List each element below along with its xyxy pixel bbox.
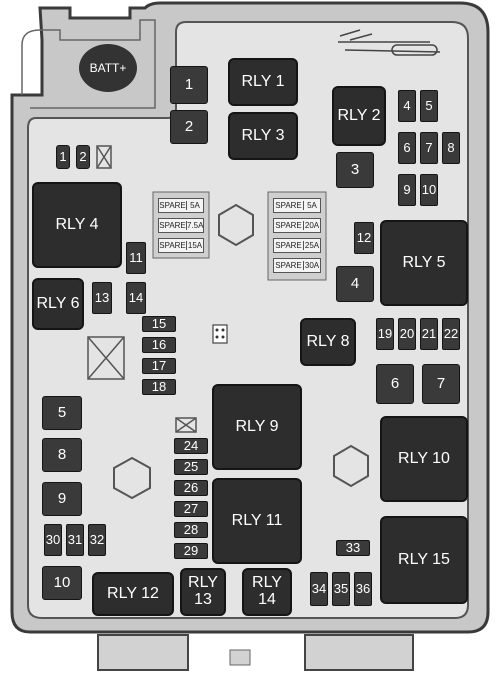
fuse-3: 3 xyxy=(336,152,374,188)
fuse-10: 10 xyxy=(42,566,82,600)
connector-pins xyxy=(212,324,228,344)
fuse-9: 9 xyxy=(42,482,82,516)
fuse-mini-11: 11 xyxy=(126,242,146,274)
fuse-8: 8 xyxy=(42,438,82,472)
relay-rly2: RLY 2 xyxy=(332,86,386,146)
fuse-mini-22: 22 xyxy=(442,318,460,350)
fuse-1: 1 xyxy=(170,66,208,104)
spare-amp: 30A xyxy=(304,261,320,270)
fuse-6: 6 xyxy=(376,364,414,404)
fuse-mini-20: 20 xyxy=(398,318,416,350)
fuse-mini-34: 34 xyxy=(310,572,328,606)
bottom-tab-right xyxy=(304,634,414,671)
fuse-mini-31: 31 xyxy=(66,524,84,556)
hex-nut xyxy=(218,203,254,247)
fuse-mini-35: 35 xyxy=(332,572,350,606)
spare-amp: 25A xyxy=(304,241,320,250)
spare-text: SPARE xyxy=(274,261,304,270)
relay-rly5: RLY 5 xyxy=(380,220,468,306)
spare-amp: 15A xyxy=(187,241,203,250)
spare-text: SPARE xyxy=(274,201,304,210)
fuse-mini-27: 27 xyxy=(174,501,208,517)
fuse-mini-29: 29 xyxy=(174,543,208,559)
fuse-7: 7 xyxy=(422,364,460,404)
relay-rly15: RLY 15 xyxy=(380,516,468,604)
fuse-mini-30: 30 xyxy=(44,524,62,556)
fuse-mini-33: 33 xyxy=(336,540,370,556)
fuse-mini-25: 25 xyxy=(174,459,208,475)
fuse-mini-24: 24 xyxy=(174,438,208,454)
relay-rly9: RLY 9 xyxy=(212,384,302,470)
fuse-mini-18: 18 xyxy=(142,379,176,395)
fuse-mini-5: 5 xyxy=(420,90,438,122)
fuse-mini-7: 7 xyxy=(420,132,438,164)
fuse-mini-13: 13 xyxy=(92,282,112,314)
spare-text: SPARE xyxy=(159,201,187,210)
fuse-mini-1: 1 xyxy=(56,145,70,169)
fuse-mini-26: 26 xyxy=(174,480,208,496)
relay-rly11: RLY 11 xyxy=(212,478,302,564)
spare-text: SPARE xyxy=(159,221,187,230)
fuse-mini-14: 14 xyxy=(126,282,146,314)
fuse-mini-15: 15 xyxy=(142,316,176,332)
spare-text: SPARE xyxy=(159,241,187,250)
spare-amp: 5A xyxy=(307,201,317,210)
relay-rly12: RLY 12 xyxy=(92,572,174,616)
fuse-puller xyxy=(338,29,441,56)
fuse-5: 5 xyxy=(42,396,82,430)
fuse-mini-32: 32 xyxy=(88,524,106,556)
bottom-notch xyxy=(229,649,251,666)
relay-rly3: RLY 3 xyxy=(228,112,298,160)
fuse-mini-12: 12 xyxy=(354,222,374,254)
fuse-mini-19: 19 xyxy=(376,318,394,350)
fuse-2: 2 xyxy=(170,110,208,144)
fuse-mini-21: 21 xyxy=(420,318,438,350)
battery-area-frame xyxy=(21,19,156,109)
relay-rly10: RLY 10 xyxy=(380,416,468,502)
battery-positive-terminal: BATT+ xyxy=(79,44,137,92)
fuse-4: 4 xyxy=(336,266,374,302)
relay-rly6: RLY 6 xyxy=(32,278,84,330)
spare-amp: 5A xyxy=(190,201,200,210)
fuse-mini-2: 2 xyxy=(76,145,90,169)
relay-rly4: RLY 4 xyxy=(32,182,122,268)
spare-text: SPARE xyxy=(274,221,304,230)
spare-text: SPARE xyxy=(274,241,304,250)
hex-nut xyxy=(113,456,151,500)
spare-amp: 20A xyxy=(304,221,320,230)
relay-rly8: RLY 8 xyxy=(300,318,356,366)
fuse-mini-28: 28 xyxy=(174,522,208,538)
hex-nut xyxy=(333,444,369,488)
empty-slot-x xyxy=(87,145,197,433)
fuse-mini-9: 9 xyxy=(398,174,416,206)
fuse-mini-10: 10 xyxy=(420,174,438,206)
fuse-mini-8: 8 xyxy=(442,132,460,164)
relay-rly13: RLY 13 xyxy=(180,568,226,616)
relay-rly14: RLY 14 xyxy=(242,568,292,616)
spare-amp: 7.5A xyxy=(187,221,204,230)
fuse-mini-16: 16 xyxy=(142,337,176,353)
fuse-mini-6: 6 xyxy=(398,132,416,164)
bottom-tab-left xyxy=(97,634,189,671)
relay-rly1: RLY 1 xyxy=(228,58,298,106)
fuse-mini-4: 4 xyxy=(398,90,416,122)
fuse-mini-17: 17 xyxy=(142,358,176,374)
fuse-mini-36: 36 xyxy=(354,572,372,606)
